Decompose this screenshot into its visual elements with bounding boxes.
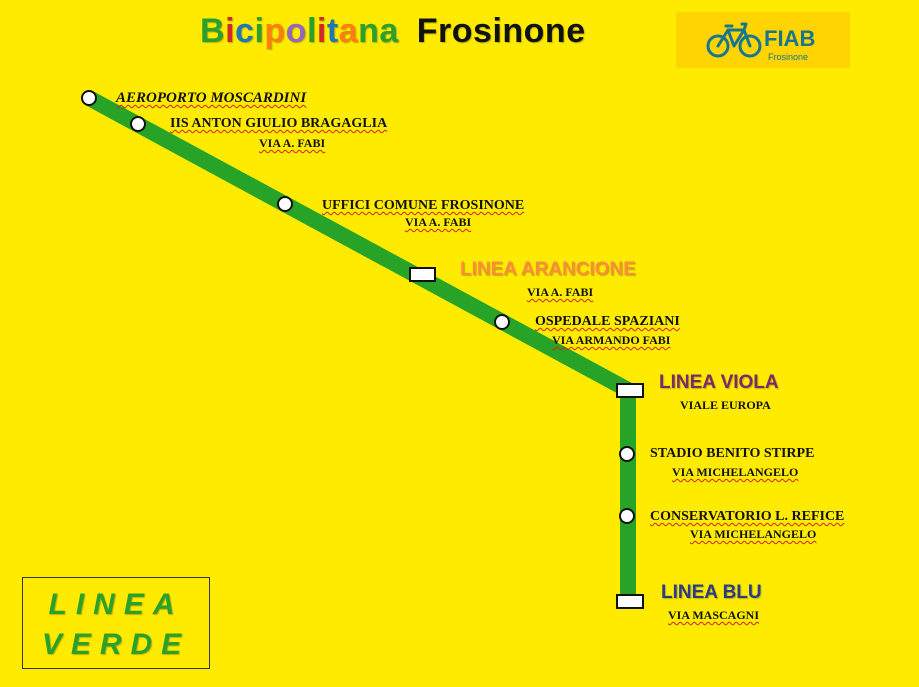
line-legend-box: LINEA VERDE	[22, 577, 210, 669]
fiab-logo: FIAB Frosinone	[676, 12, 850, 68]
stop-label-ospedale: OSPEDALE SPAZIANI	[535, 314, 680, 329]
stop-label-uffici: UFFICI COMUNE FROSINONE	[322, 198, 525, 213]
title-brand-letter: B	[200, 12, 226, 50]
bicycle-icon	[706, 22, 762, 58]
title-brand-letter: i	[225, 12, 236, 50]
stop-street-conservatorio: VIA MICHELANGELO	[690, 527, 817, 541]
page-title: Bicipolitana Frosinone	[200, 12, 586, 51]
stop-street-arancione: VIA A. FABI	[527, 285, 594, 299]
title-brand: Bicipolitana	[200, 12, 399, 50]
stop-street-viola: VIALE EUROPA	[680, 398, 771, 412]
title-brand-letter: l	[306, 12, 317, 50]
interchange-marker-arancione[interactable]	[409, 267, 436, 282]
stop-marker-stadio[interactable]	[619, 446, 635, 462]
stop-label-conservatorio: CONSERVATORIO L. REFICE	[650, 509, 845, 524]
stop-marker-aeroporto[interactable]	[81, 90, 97, 106]
title-brand-letter: i	[316, 12, 327, 50]
legend-line-word: LINEA	[48, 588, 184, 621]
title-brand-letter: p	[264, 12, 286, 50]
interchange-label-arancione: LINEA ARANCIONE	[460, 259, 636, 280]
title-brand-letter: n	[358, 12, 380, 50]
stop-label-iis: IIS ANTON GIULIO BRAGAGLIA	[170, 116, 388, 131]
stop-street-ospedale: VIA ARMANDO FABI	[552, 333, 671, 347]
title-brand-letter: c	[235, 12, 255, 50]
interchange-label-blu: LINEA BLU	[661, 582, 762, 603]
stop-marker-ospedale[interactable]	[494, 314, 510, 330]
stop-label-aeroporto: AEROPORTO MOSCARDINI	[116, 90, 307, 106]
stop-marker-uffici[interactable]	[277, 196, 293, 212]
title-brand-letter: t	[326, 12, 339, 50]
stop-street-uffici: VIA A. FABI	[405, 215, 472, 229]
stop-street-stadio: VIA MICHELANGELO	[672, 465, 799, 479]
stop-marker-conservatorio[interactable]	[619, 508, 635, 524]
title-brand-letter: a	[338, 12, 359, 50]
title-brand-letter: i	[254, 12, 265, 50]
interchange-marker-viola[interactable]	[616, 383, 644, 398]
stop-marker-iis[interactable]	[130, 116, 146, 132]
logo-name: FIAB	[764, 26, 816, 51]
interchange-label-viola: LINEA VIOLA	[659, 372, 779, 393]
title-brand-letter: a	[379, 12, 399, 50]
logo-subtitle: Frosinone	[768, 52, 809, 62]
legend-color-word: VERDE	[41, 628, 191, 661]
title-city: Frosinone	[416, 12, 586, 50]
title-brand-letter: o	[285, 12, 307, 50]
interchange-marker-blu[interactable]	[616, 594, 644, 609]
stop-street-blu: VIA MASCAGNI	[668, 608, 760, 622]
stop-label-stadio: STADIO BENITO STIRPE	[650, 446, 815, 461]
stop-street-iis: VIA A. FABI	[259, 136, 326, 150]
